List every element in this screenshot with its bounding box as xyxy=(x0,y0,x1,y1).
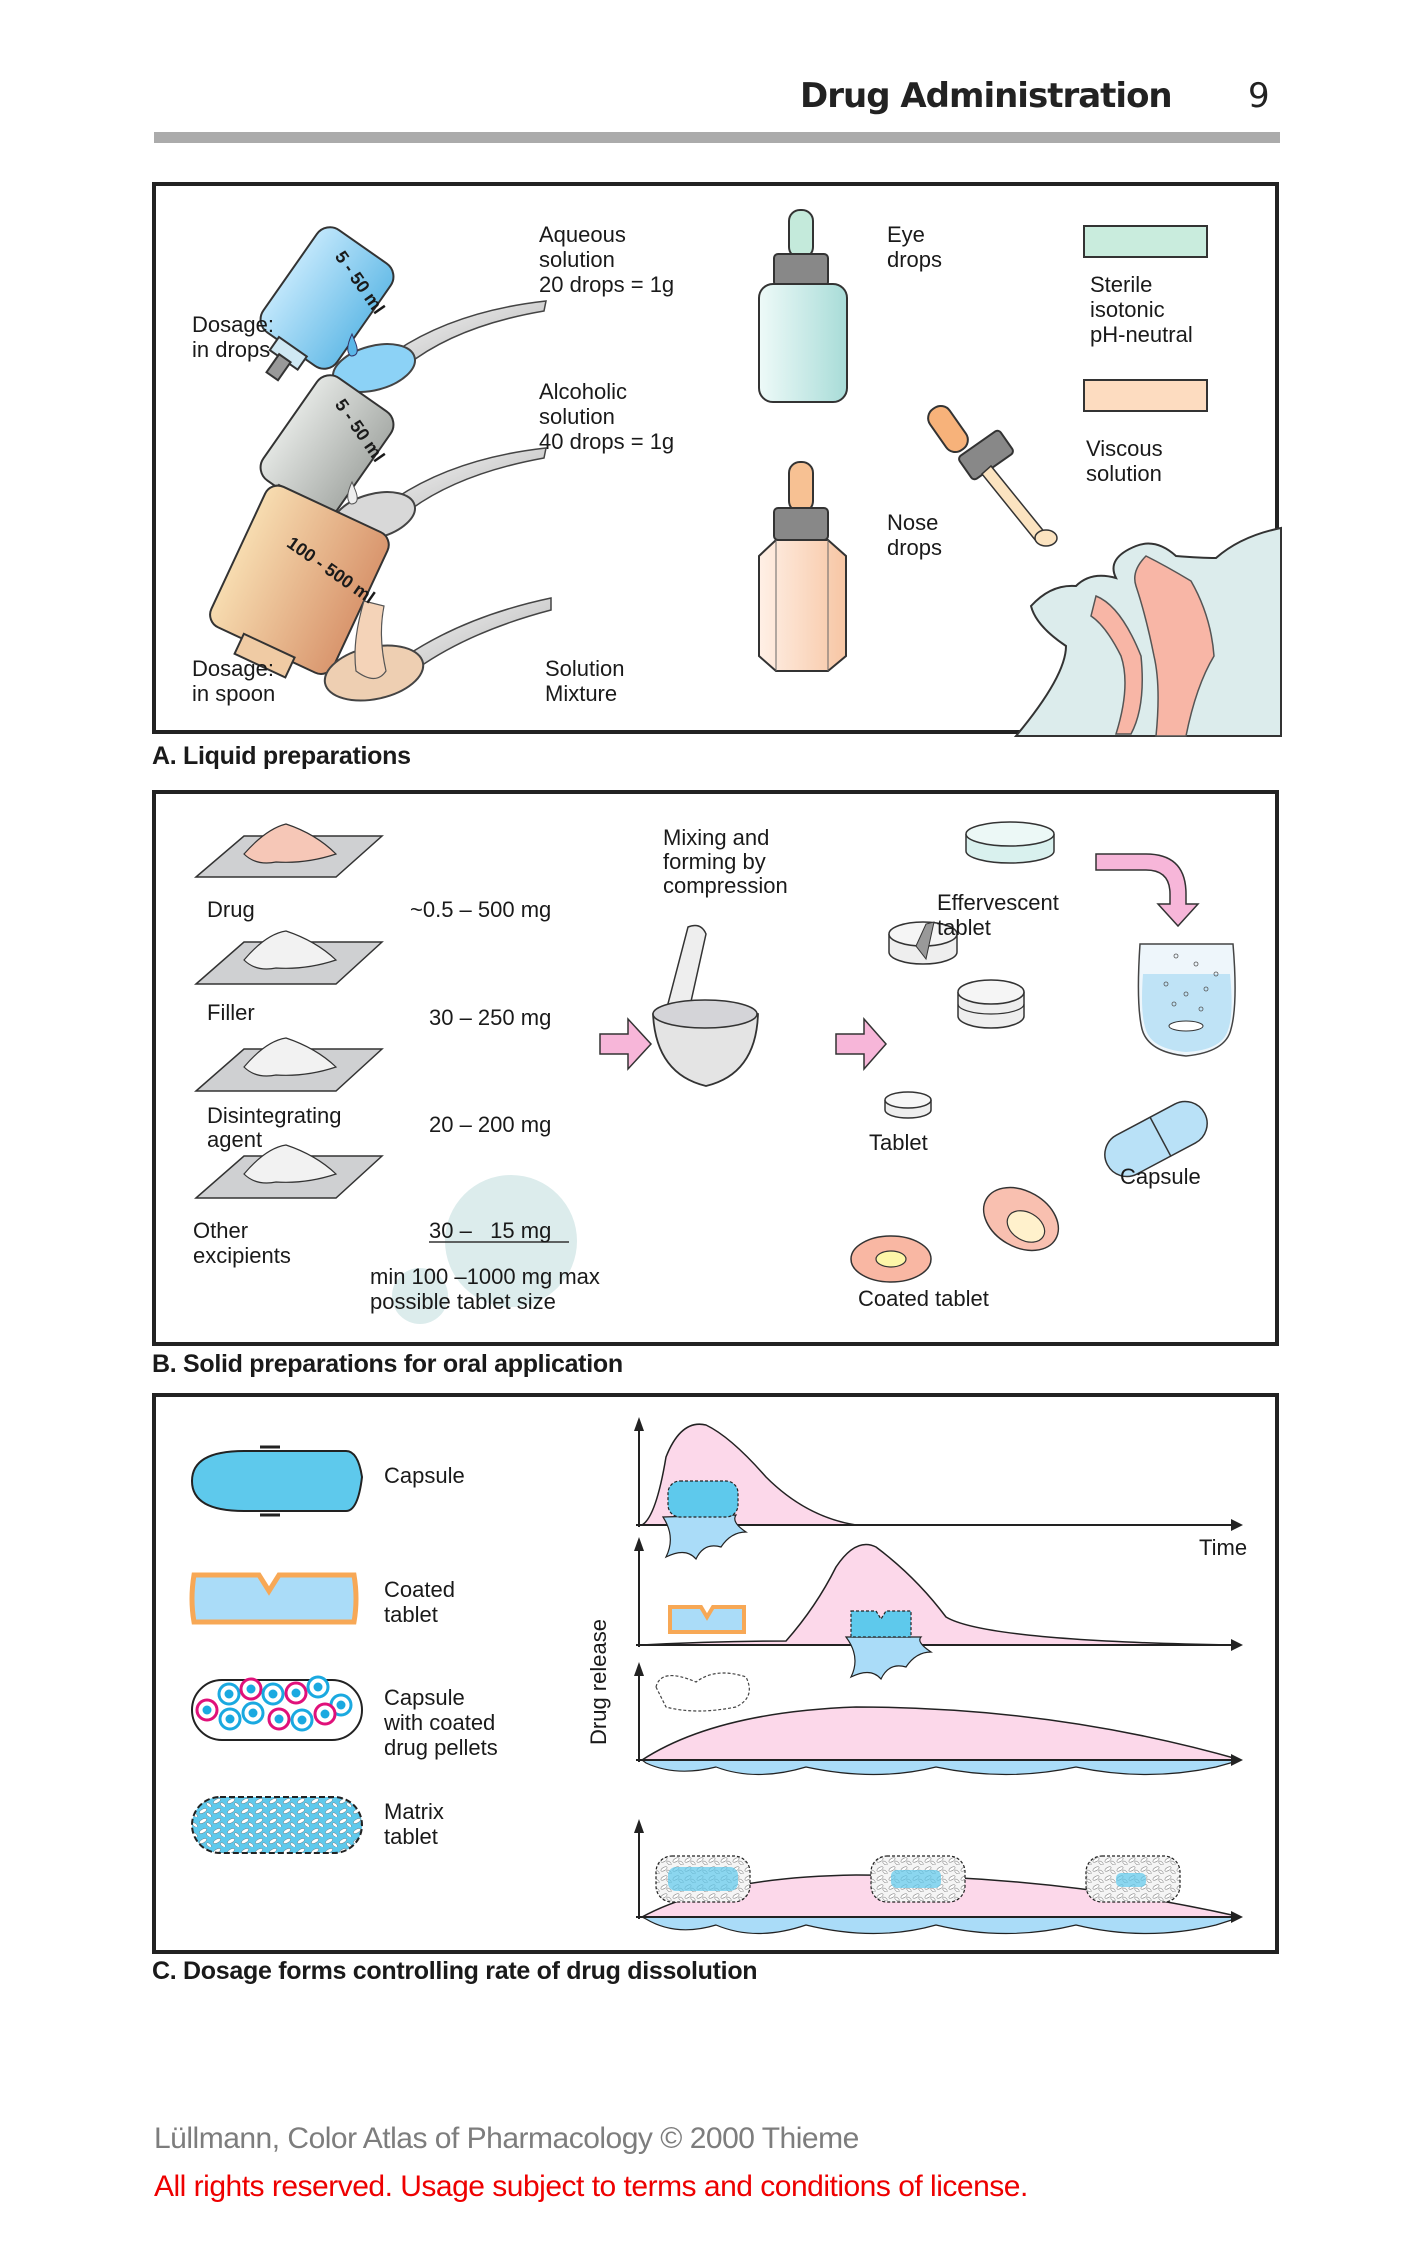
eye-drops-bottle-icon xyxy=(758,209,848,403)
effervescent-label: Effervescent tablet xyxy=(937,890,1059,940)
arrow-right-icon xyxy=(835,1017,887,1071)
release-curve-pellets xyxy=(634,1662,1243,1776)
panel-liquid-preparations: Dosage: in drops Dosage: in spoon Aqueou… xyxy=(152,182,1282,737)
min-size-circle xyxy=(392,1268,448,1324)
ingredient-name: Other excipients xyxy=(193,1218,291,1268)
page-title: Drug Administration xyxy=(800,76,1173,116)
ingredient-amount: 20 – 200 mg xyxy=(429,1112,552,1137)
pellet-capsule-form-icon xyxy=(191,1675,363,1741)
filler-powder-icon xyxy=(194,930,384,985)
header-divider xyxy=(154,132,1280,143)
coated-tablet-cutaway-icon xyxy=(982,1186,1060,1252)
panel-solid-preparations: Drug ~0.5 – 500 mg Filler 30 – 250 mg Di… xyxy=(152,790,1279,1346)
tablet-label: Tablet xyxy=(869,1130,928,1155)
coated-tablet-icon xyxy=(850,1235,932,1283)
form-label: Capsule xyxy=(384,1463,465,1488)
page-number: 9 xyxy=(1248,76,1270,116)
aqueous-label: Aqueous solution 20 drops = 1g xyxy=(539,222,675,297)
excipient-powder-icon xyxy=(194,1144,384,1199)
coated-tablet-label: Coated tablet xyxy=(858,1286,989,1311)
nose-drops-label: Nose drops xyxy=(887,510,943,560)
mortar-pestle-icon xyxy=(652,924,759,1087)
matrix-tablet-form-icon xyxy=(191,1796,363,1854)
ingredient-name: Disintegrating agent xyxy=(207,1103,342,1152)
scored-tablet-icon xyxy=(888,921,958,965)
release-curve-coated-tablet xyxy=(634,1537,1243,1681)
ingredient-amount: 30 – 250 mg xyxy=(429,1005,552,1030)
form-label: Capsule with coated drug pellets xyxy=(384,1685,498,1760)
curved-arrow-icon xyxy=(1095,853,1200,928)
arrow-right-icon xyxy=(599,1017,653,1071)
aqueous-bottle-icon xyxy=(259,226,395,382)
effervescent-tablet-icon xyxy=(965,821,1055,864)
release-curve-capsule xyxy=(634,1417,1243,1561)
capsule-label: Capsule xyxy=(1120,1164,1201,1189)
ingredient-amount: 30 – 15 mg xyxy=(429,1218,552,1243)
time-axis-label: Time xyxy=(1199,1535,1248,1560)
biconvex-tablet-icon xyxy=(957,979,1025,1029)
mixing-label: Mixing and forming by compression xyxy=(663,825,788,898)
form-label: Matrix tablet xyxy=(384,1799,444,1849)
disintegrant-powder-icon xyxy=(194,1037,384,1092)
spoon-icon xyxy=(323,597,552,702)
nose-drops-bottle-icon xyxy=(758,461,847,672)
copyright-notice: Lüllmann, Color Atlas of Pharmacology © … xyxy=(154,2122,859,2155)
drug-powder-icon xyxy=(193,823,384,878)
caption-liquid-preparations: A. Liquid preparations xyxy=(152,742,411,770)
solution-mixture-label: Solution Mixture xyxy=(545,656,625,706)
liquid-preparations-illustration xyxy=(209,209,1282,737)
alcoholic-label: Alcoholic solution 40 drops = 1g xyxy=(539,379,675,454)
viscous-swatch xyxy=(1083,379,1208,412)
sterile-legend-label: Sterile isotonic pH-neutral xyxy=(1090,272,1193,347)
small-tablet-icon xyxy=(884,1091,932,1119)
form-label: Coated tablet xyxy=(384,1577,455,1627)
large-bottle-icon xyxy=(209,484,390,679)
license-notice: All rights reserved. Usage subject to te… xyxy=(154,2170,1028,2203)
nasal-cavity xyxy=(1134,555,1215,737)
pellet-group xyxy=(195,1675,353,1732)
ingredient-amount: ~0.5 – 500 mg xyxy=(410,897,552,922)
eye-drops-label: Eye drops xyxy=(887,222,943,272)
caption-solid-preparations: B. Solid preparations for oral applicati… xyxy=(152,1350,623,1378)
tablet-size-label: min 100 –1000 mg max possible tablet siz… xyxy=(370,1264,600,1314)
max-size-circle xyxy=(445,1175,577,1307)
dosage-spoon-label: Dosage: in spoon xyxy=(192,656,276,706)
coated-tablet-form-icon xyxy=(189,1572,359,1625)
dropper-icon xyxy=(927,404,1058,547)
dissolution-illustration xyxy=(189,1417,1243,1935)
solid-preparations-illustration xyxy=(193,821,1236,1324)
dosage-drops-label: Dosage: in drops xyxy=(192,312,274,362)
capsule-icon xyxy=(1104,1100,1208,1178)
release-curve-matrix xyxy=(634,1819,1243,1935)
caption-dissolution-control: C. Dosage forms controlling rate of drug… xyxy=(152,1957,758,1985)
panel-dissolution-control: Capsule Coated tablet Capsule with coate… xyxy=(152,1393,1279,1954)
sterile-swatch xyxy=(1083,225,1208,258)
ingredient-name: Drug xyxy=(207,897,255,922)
viscous-legend-label: Viscous solution xyxy=(1086,436,1163,486)
ingredient-name: Filler xyxy=(207,1000,255,1025)
capsule-form-icon xyxy=(190,1445,364,1517)
drug-release-axis-label: Drug release xyxy=(586,1619,611,1745)
glass-with-tablet-icon xyxy=(1137,943,1236,1057)
